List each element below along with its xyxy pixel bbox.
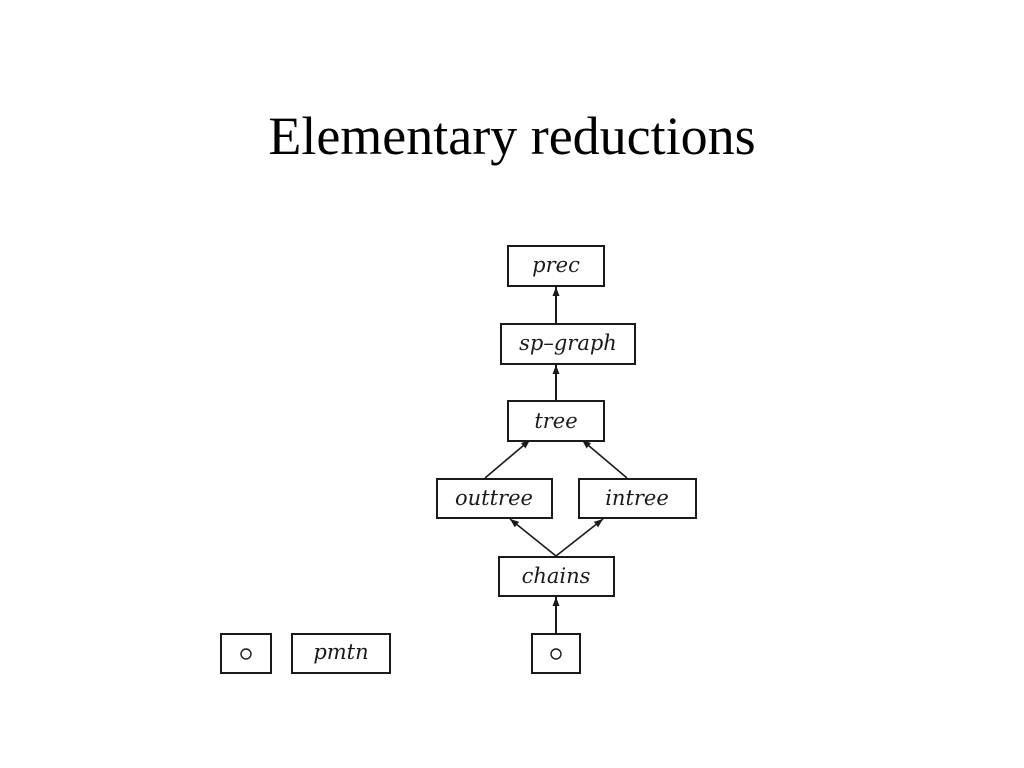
slide-title: Elementary reductions	[268, 106, 756, 166]
edge-chains-to-outtree	[509, 518, 557, 557]
node-sp-graph-label: sp–graph	[519, 331, 617, 355]
node-tree: tree	[507, 400, 605, 442]
node-prec-label: prec	[532, 253, 580, 277]
node-chains-box	[498, 556, 615, 597]
node-outtree-box	[436, 478, 553, 519]
node-chains-label: chains	[522, 564, 591, 588]
edge-outtree-to-tree	[484, 439, 531, 479]
node-sp-graph-box	[500, 323, 636, 365]
node-intree: intree	[578, 478, 697, 519]
node-outtree: outtree	[436, 478, 553, 519]
node-chains: chains	[498, 556, 615, 597]
edge-chains-to-intree	[555, 518, 604, 557]
circle-symbol-icon	[550, 648, 562, 660]
node-outtree-label: outtree	[455, 486, 533, 510]
node-empty-left	[220, 633, 272, 674]
node-pmtn-box	[291, 633, 391, 674]
edge-intree-to-tree	[581, 439, 628, 479]
node-prec: prec	[507, 245, 605, 287]
node-empty-left-box	[220, 633, 272, 674]
node-pmtn: pmtn	[291, 633, 391, 674]
node-empty-chain-box	[531, 633, 581, 674]
node-tree-box	[507, 400, 605, 442]
node-prec-box	[507, 245, 605, 287]
node-intree-label: intree	[605, 486, 669, 510]
circle-symbol-icon	[240, 648, 252, 660]
node-sp-graph: sp–graph	[500, 323, 636, 365]
node-empty-chain	[531, 633, 581, 674]
node-tree-label: tree	[534, 409, 577, 433]
edges	[484, 287, 628, 634]
node-pmtn-label: pmtn	[313, 640, 368, 664]
node-intree-box	[578, 478, 697, 519]
